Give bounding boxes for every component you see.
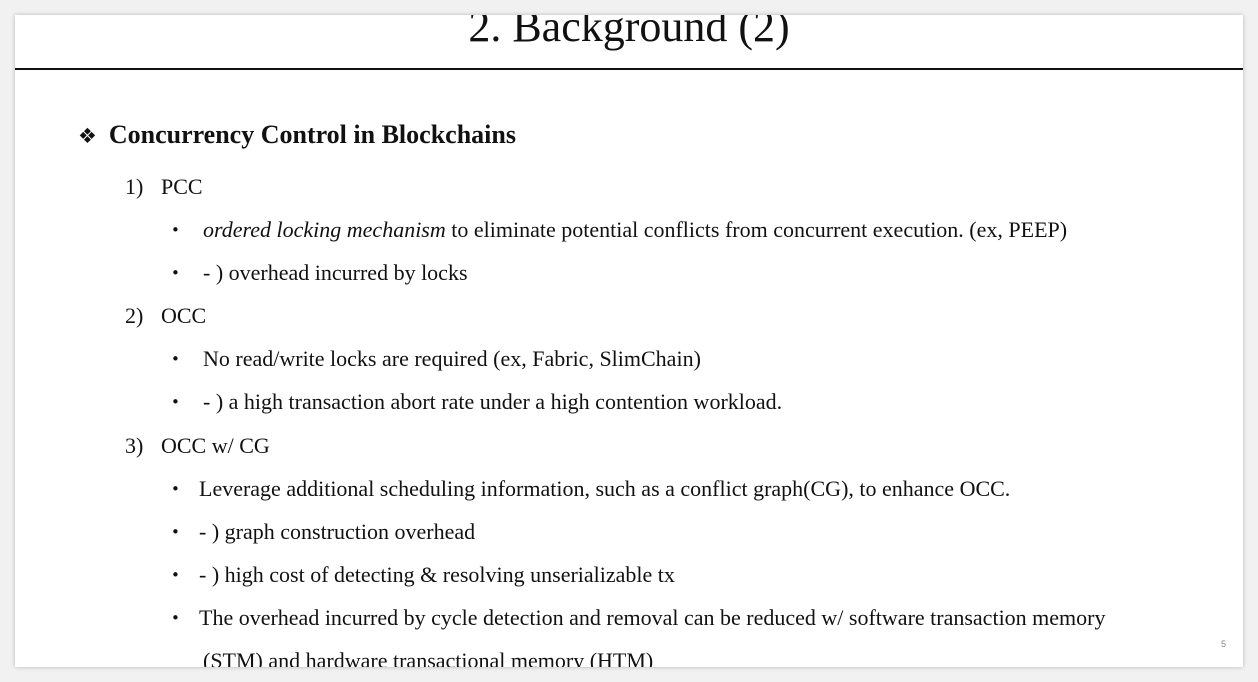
title-divider [15, 68, 1243, 70]
bullet-text: - ) a high transaction abort rate under … [203, 389, 783, 414]
bullet-occ-1: • No read/write locks are required (ex, F… [171, 344, 701, 374]
bullet-text: No read/write locks are required (ex, Fa… [203, 346, 701, 371]
list-number: 2) [125, 303, 144, 328]
bullet-occ-2: • - ) a high transaction abort rate under… [171, 387, 782, 417]
diamond-bullet-icon: ❖ [78, 124, 97, 148]
bullet-pcc-1: • ordered locking mechanism to eliminate … [171, 215, 1067, 245]
list-item-pcc: 1) PCC [125, 172, 203, 202]
bullet-cg-4-continued: (STM) and hardware transactional memory … [203, 648, 654, 667]
bullet-text: - ) high cost of detecting & resolving u… [199, 562, 675, 587]
bullet-text: Leverage additional scheduling informati… [199, 476, 1011, 501]
list-item-occ-cg: 3) OCC w/ CG [125, 431, 270, 461]
list-number: 1) [125, 174, 144, 199]
bullet-italic-text: ordered locking mechanism [203, 217, 446, 242]
bullet-cg-3: • - ) high cost of detecting & resolving … [171, 560, 675, 590]
bullet-dot: • [171, 566, 180, 584]
list-item-occ: 2) OCC [125, 301, 206, 331]
page-number: 5 [1220, 639, 1226, 649]
bullet-dot: • [171, 480, 180, 498]
section-heading: ❖ Concurrency Control in Blockchains [78, 118, 516, 153]
bullet-dot: • [171, 264, 180, 282]
bullet-pcc-2: • - ) overhead incurred by locks [171, 258, 468, 288]
section-heading-text: Concurrency Control in Blockchains [108, 120, 516, 149]
bullet-text: to eliminate potential conflicts from co… [445, 217, 1068, 242]
slide-title: 2. Background (2) [468, 15, 790, 51]
bullet-cg-1: • Leverage additional scheduling informat… [171, 474, 1010, 504]
list-label: OCC [161, 303, 207, 328]
bullet-dot: • [171, 221, 180, 239]
list-label: PCC [161, 174, 203, 199]
list-number: 3) [125, 433, 144, 458]
bullet-text: - ) graph construction overhead [199, 519, 476, 544]
slide: 2. Background (2) ❖ Concurrency Control i… [15, 15, 1243, 667]
bullet-text: The overhead incurred by cycle detection… [199, 605, 1106, 630]
bullet-dot: • [171, 523, 180, 541]
list-label: OCC w/ CG [161, 433, 270, 458]
bullet-text: - ) overhead incurred by locks [203, 260, 468, 285]
bullet-cg-4: • The overhead incurred by cycle detectio… [171, 603, 1106, 633]
bullet-dot: • [171, 393, 180, 411]
bullet-dot: • [171, 350, 180, 368]
bullet-cg-2: • - ) graph construction overhead [171, 517, 475, 547]
bullet-dot: • [171, 609, 180, 627]
